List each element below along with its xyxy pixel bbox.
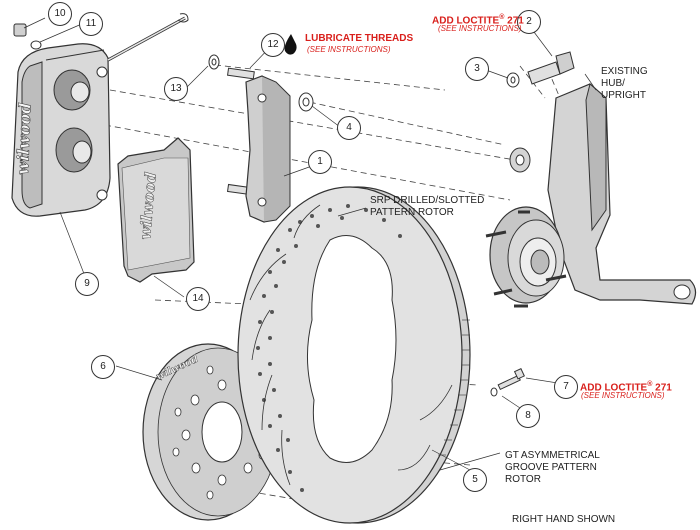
existing-hub-label-1: EXISTING <box>601 66 648 77</box>
rotor-bolt-8 <box>490 368 525 397</box>
gt-rotor-label-3: ROTOR <box>505 474 541 485</box>
callout-6: 6 <box>91 355 115 379</box>
leader-lines <box>23 17 597 471</box>
hub-upright <box>485 83 697 308</box>
mounting-bracket <box>245 75 291 223</box>
callout-10: 10 <box>48 2 72 26</box>
callout-1: 1 <box>308 150 332 174</box>
existing-hub-label-2: HUB/ <box>601 78 625 89</box>
callout-7: 7 <box>554 375 578 399</box>
callout-14: 14 <box>186 287 210 311</box>
pad-retaining-pin <box>107 13 189 62</box>
existing-hub-label-3: UPRIGHT <box>601 90 646 101</box>
callout-11: 11 <box>79 12 103 36</box>
see-instructions-note-1: (SEE INSTRUCTIONS) <box>307 45 391 54</box>
washer-3 <box>506 72 520 88</box>
gt-rotor-label-2: GROOVE PATTERN <box>505 462 597 473</box>
washer-4 <box>298 92 314 112</box>
callout-4: 4 <box>337 116 361 140</box>
lubricate-threads-label: LUBRICATE THREADS <box>305 33 414 44</box>
brake-pad: wilwood <box>117 137 195 283</box>
add-loctite-label-top: ADD LOCTITE® 271 <box>432 14 524 27</box>
right-hand-shown-label: RIGHT HAND SHOWN <box>512 514 616 525</box>
bolt-2 <box>527 51 575 85</box>
callout-3: 3 <box>465 57 489 81</box>
gt-rotor-label-1: GT ASYMMETRICAL <box>505 450 600 461</box>
washer-11 <box>30 40 42 50</box>
mounting-bolts-12 <box>226 67 255 196</box>
srp-rotor-label-2: PATTERN ROTOR <box>370 207 454 218</box>
see-instructions-note-2: (SEE INSTRUCTIONS) <box>438 24 522 33</box>
callout-13: 13 <box>164 77 188 101</box>
add-loctite-label-bottom: ADD LOCTITE® 271 <box>580 381 672 394</box>
callout-12: 12 <box>261 33 285 57</box>
caliper-brand-logo: wilwood <box>13 102 35 175</box>
bolt-10 <box>13 23 27 37</box>
callout-2: 2 <box>517 10 541 34</box>
callout-8: 8 <box>516 404 540 428</box>
washer-13 <box>208 54 220 70</box>
srp-rotor-label-1: SRP DRILLED/SLOTTED <box>370 195 485 206</box>
oil-drop-icon <box>284 34 297 55</box>
callout-5: 5 <box>463 468 487 492</box>
brake-rotor <box>237 186 471 524</box>
see-instructions-note-3: (SEE INSTRUCTIONS) <box>581 391 665 400</box>
caliper: wilwood <box>11 43 111 217</box>
callout-9: 9 <box>75 272 99 296</box>
